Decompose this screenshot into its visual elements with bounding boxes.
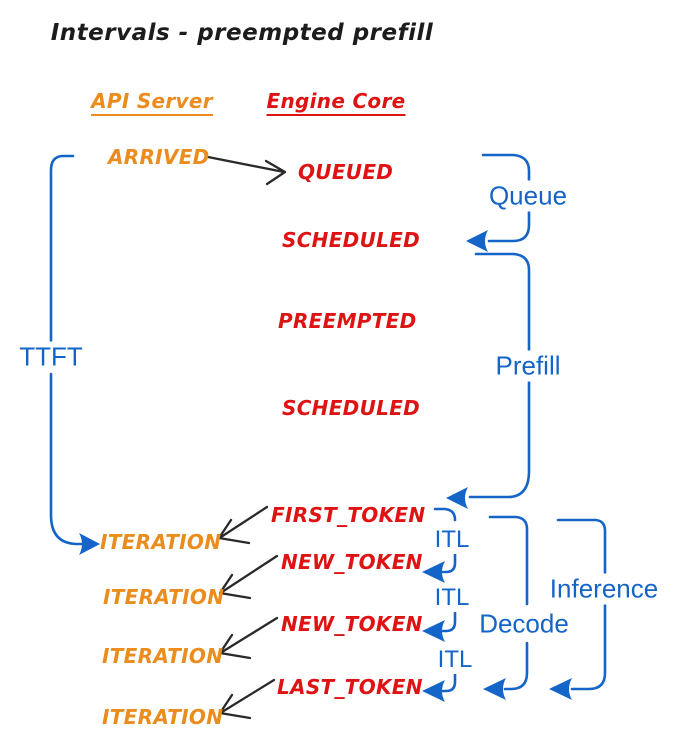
event-last-token: LAST_TOKEN bbox=[277, 675, 423, 699]
diagram-title: Intervals - preempted prefill bbox=[50, 20, 434, 46]
event-new-token-1: NEW_TOKEN bbox=[281, 550, 423, 574]
event-iteration-4: ITERATION bbox=[102, 705, 224, 729]
event-iteration-1: ITERATION bbox=[100, 530, 222, 554]
arrowhead-itl-1 bbox=[422, 561, 445, 583]
arrowhead-prefill bbox=[446, 487, 468, 509]
bracket-ttft bbox=[49, 154, 86, 546]
bracket-itl-hook-2 bbox=[441, 610, 457, 633]
bracket-itl-hook-3 bbox=[441, 671, 457, 693]
interval-label-itl-2: ITL bbox=[432, 584, 472, 612]
arrowhead-ttft bbox=[79, 533, 100, 555]
bracket-queue bbox=[481, 153, 531, 243]
bracket-itl-top-corner bbox=[433, 507, 457, 522]
column-header-api-server: API Server bbox=[91, 89, 213, 116]
interval-label-itl-1: ITL bbox=[432, 526, 472, 554]
column-header-engine-core: Engine Core bbox=[266, 89, 406, 116]
bracket-inference bbox=[556, 518, 607, 691]
interval-label-itl-3: ITL bbox=[435, 646, 475, 674]
arrow-last-token-to-iteration bbox=[218, 678, 276, 720]
interval-label-inference: Inference bbox=[547, 573, 661, 605]
arrowhead-queue bbox=[466, 230, 488, 252]
event-iteration-2: ITERATION bbox=[103, 585, 225, 609]
event-iteration-3: ITERATION bbox=[102, 644, 224, 668]
arrow-new-token2-to-iteration bbox=[218, 616, 279, 660]
arrowhead-decode bbox=[483, 678, 506, 700]
bracket-prefill bbox=[468, 252, 531, 499]
event-queued: QUEUED bbox=[298, 160, 394, 184]
event-scheduled-2: SCHEDULED bbox=[282, 396, 421, 420]
arrow-new-token1-to-iteration bbox=[218, 554, 279, 600]
event-arrived: ARRIVED bbox=[108, 145, 210, 169]
interval-label-decode: Decode bbox=[477, 608, 571, 640]
interval-label-prefill: Prefill bbox=[493, 350, 563, 382]
bracket-decode bbox=[488, 515, 529, 691]
interval-label-ttft: TTFT bbox=[17, 341, 85, 373]
event-scheduled-1: SCHEDULED bbox=[282, 228, 421, 252]
bracket-itl-hook-1 bbox=[441, 551, 457, 574]
arrowhead-itl-2 bbox=[422, 620, 445, 642]
event-preempted: PREEMPTED bbox=[278, 309, 417, 333]
interval-label-queue: Queue bbox=[486, 180, 570, 212]
arrowhead-inference bbox=[549, 678, 572, 700]
arrow-arrived-to-queued bbox=[206, 155, 287, 186]
arrow-first-token-to-iteration bbox=[217, 505, 269, 545]
arrowhead-itl-3 bbox=[422, 680, 445, 702]
event-first-token: FIRST_TOKEN bbox=[271, 503, 426, 527]
event-new-token-2: NEW_TOKEN bbox=[281, 612, 423, 636]
